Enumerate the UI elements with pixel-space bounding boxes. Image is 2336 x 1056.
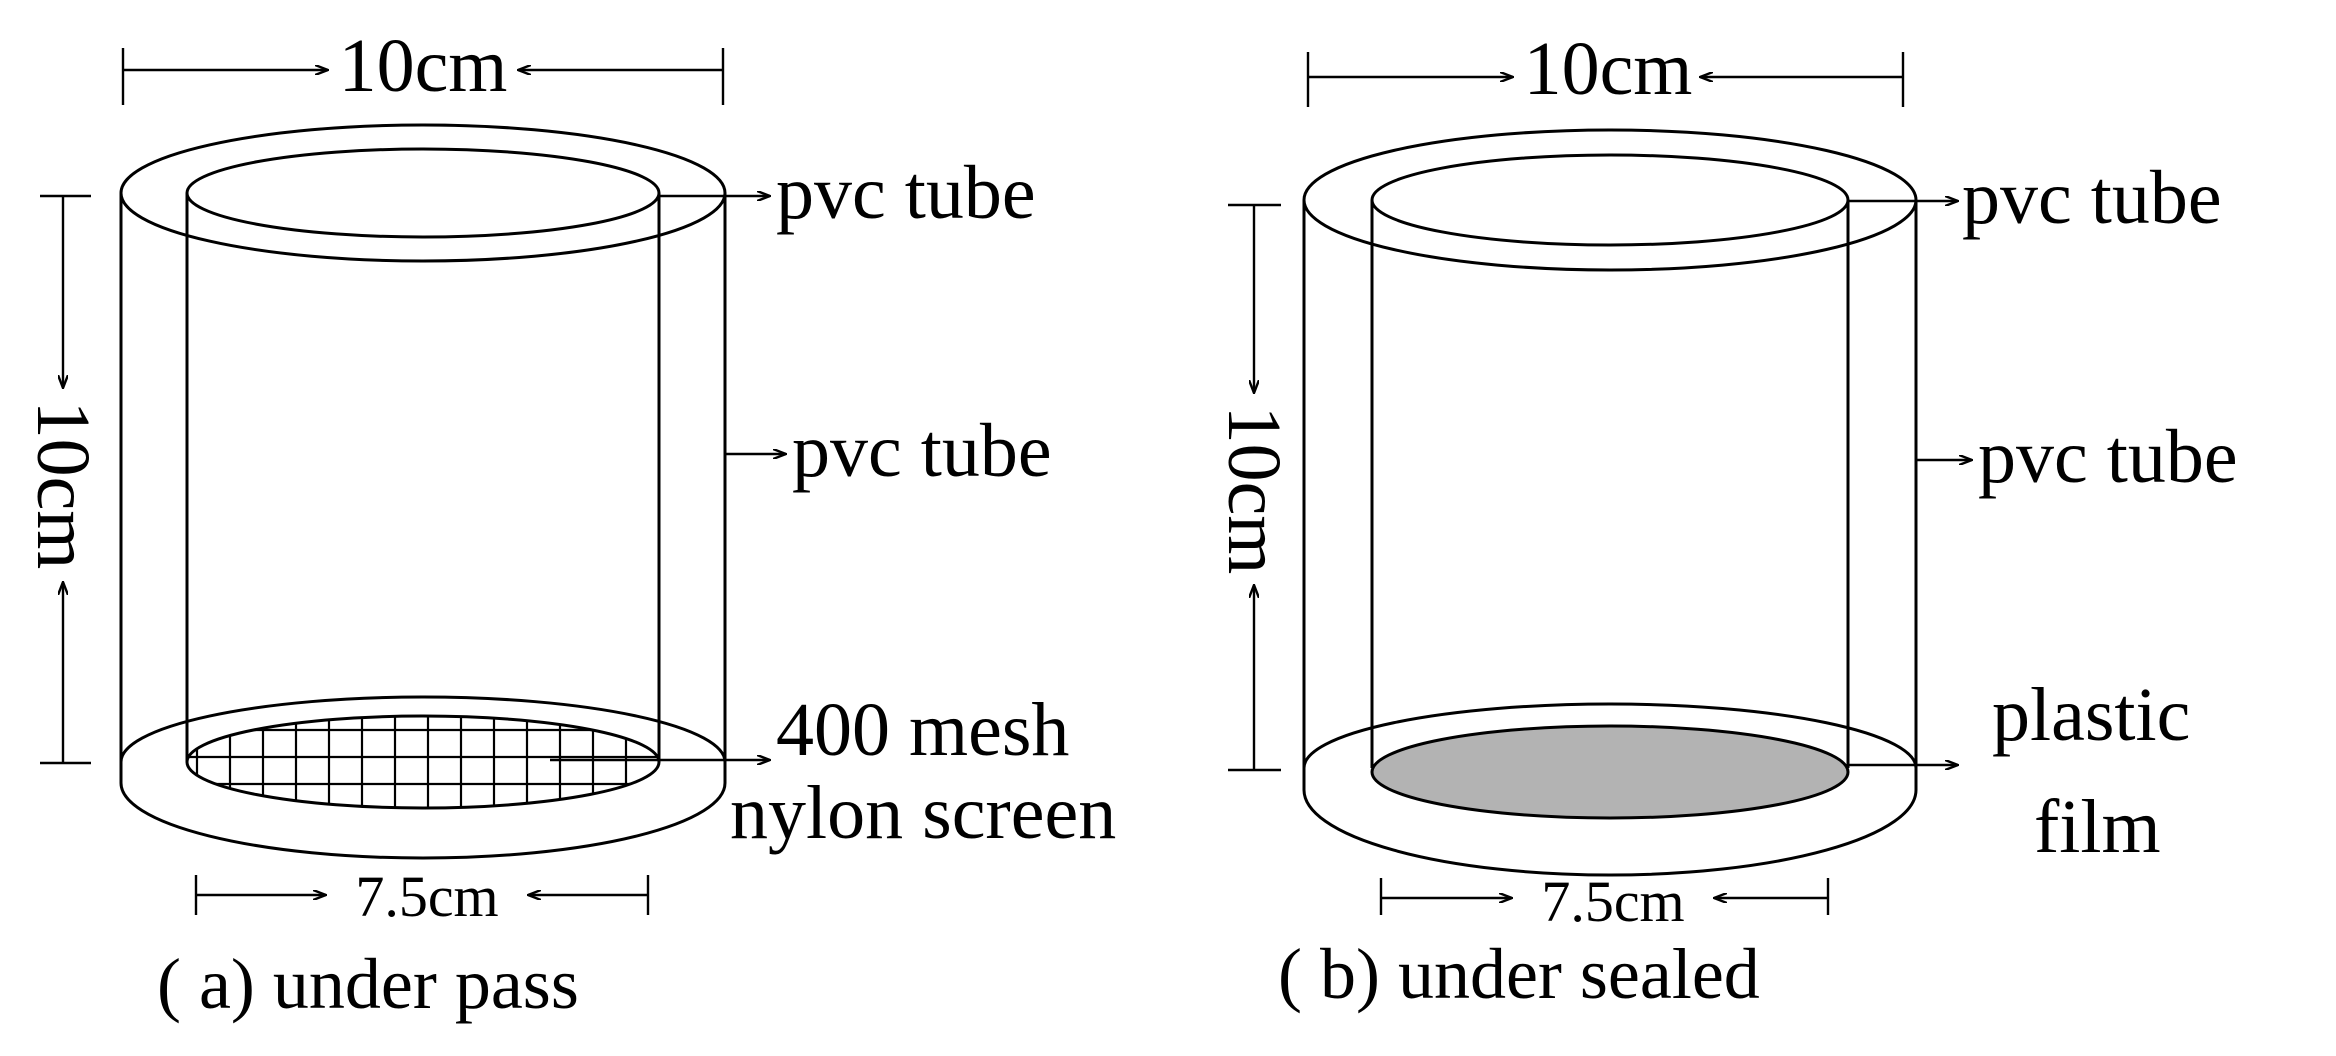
caption-b: ( b) under sealed [1278,934,1760,1014]
inner-width-label-b: 7.5cm [1541,869,1684,934]
outer-width-dimension-a: 10cm [121,24,725,108]
label-outer-tube-b: pvc tube [1962,156,2222,240]
outer-width-dimension-b: 10cm [1306,27,1905,111]
height-label-b: 10cm [1212,406,1296,575]
label-inner-tube-a: pvc tube [792,409,1052,493]
bottom-label-line2-b: film [2034,785,2161,869]
bottom-label-line1-b: plastic [1992,673,2190,757]
outer-width-label-b: 10cm [1524,27,1693,111]
outer-width-label-a: 10cm [339,24,508,108]
plastic-film-b [1370,724,1850,820]
height-label-a: 10cm [21,401,105,570]
panel-b: 10cm 10cm 7.5cm pvc tube pvc tube plasti… [1212,27,2238,1014]
inner-width-dimension-b: 7.5cm [1379,869,1830,934]
label-inner-tube-b: pvc tube [1978,415,2238,499]
inner-width-label-a: 7.5cm [355,864,498,929]
panel-a: 10cm 10cm 7.5cm pvc tube pvc tube 400 me… [21,24,1116,1024]
inner-tube-b [1302,153,1918,769]
inner-width-dimension-a: 7.5cm [194,864,650,929]
height-dimension-b: 10cm [1212,203,1296,772]
label-outer-tube-a: pvc tube [776,151,1036,235]
outer-tube-a [119,123,727,860]
caption-a: ( a) under pass [157,944,579,1024]
inner-tube-a [119,147,727,763]
bottom-label-line2-a: nylon screen [730,771,1116,855]
bottom-label-line1-a: 400 mesh [776,688,1069,772]
height-dimension-a: 10cm [21,194,105,765]
